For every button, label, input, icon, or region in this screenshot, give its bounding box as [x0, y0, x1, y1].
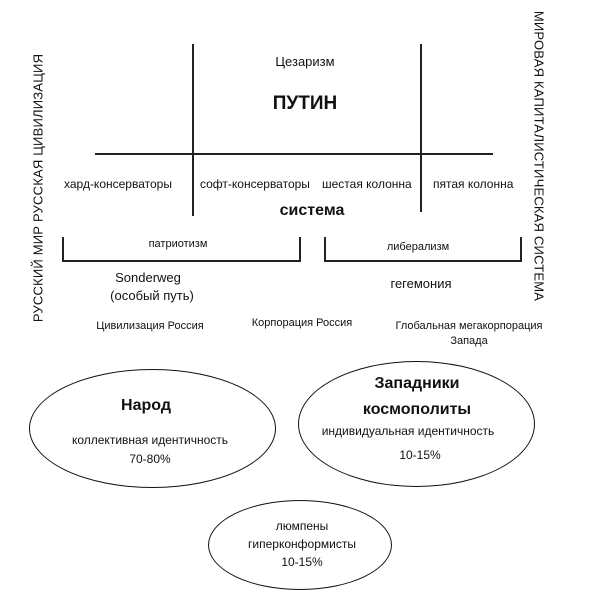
soft-conservatives-label: софт-консерваторы — [200, 177, 310, 191]
westernizers-ellipse — [298, 361, 535, 487]
patriotism-bracket-top-left — [62, 237, 64, 261]
vertical-line-left — [192, 44, 194, 216]
system-label: система — [279, 202, 345, 219]
global-megacorp-line1: Глобальная мегакорпорация — [395, 320, 543, 332]
lumpen-line1: люмпены — [275, 519, 329, 533]
people-title: Народ — [121, 397, 171, 414]
sonderweg-label: Sonderweg — [115, 270, 181, 285]
hard-conservatives-label: хард-консерваторы — [64, 177, 172, 191]
global-megacorp-line2: Запада — [450, 335, 488, 347]
hegemony-label: гегемония — [390, 276, 452, 291]
civilization-russia-label: Цивилизация Россия — [96, 320, 204, 332]
westernizers-subtitle: индивидуальная идентичность — [321, 424, 495, 438]
westernizers-title-line2: космополиты — [362, 401, 472, 418]
corporation-russia-label: Корпорация Россия — [251, 317, 353, 329]
liberalism-label: либерализм — [386, 241, 450, 253]
left-side-label: РУССКИЙ МИР РУССКАЯ ЦИВИЛИЗАЦИЯ — [30, 53, 46, 323]
putin-label: ПУТИН — [272, 93, 338, 114]
westernizers-title-line1: Западники — [374, 375, 460, 392]
caesarism-label: Цезаризм — [275, 54, 335, 69]
liberalism-bracket-top-right — [520, 237, 522, 261]
right-side-label: МИРОВАЯ КАПИТАЛИСТИЧЕСКАЯ СИСТЕМА — [531, 10, 547, 302]
people-ellipse — [29, 369, 276, 488]
vertical-line-right — [420, 44, 422, 212]
sixth-column-label: шестая колонна — [322, 177, 412, 191]
patriotism-bracket-top-right — [299, 237, 301, 261]
people-subtitle: коллективная идентичность — [71, 433, 229, 447]
fifth-column-label: пятая колонна — [433, 177, 514, 191]
people-share: 70-80% — [129, 452, 171, 466]
lumpen-share: 10-15% — [281, 555, 323, 569]
lumpen-line2: гиперконформисты — [248, 537, 356, 551]
liberalism-bracket-top-left — [324, 237, 326, 261]
patriotism-label: патриотизм — [148, 238, 208, 250]
liberalism-bracket-bottom — [324, 260, 522, 262]
lumpen-ellipse — [208, 500, 392, 590]
horizontal-line — [95, 153, 493, 155]
westernizers-share: 10-15% — [399, 448, 441, 462]
patriotism-bracket-bottom — [62, 260, 301, 262]
special-path-label: (особый путь) — [110, 288, 194, 303]
